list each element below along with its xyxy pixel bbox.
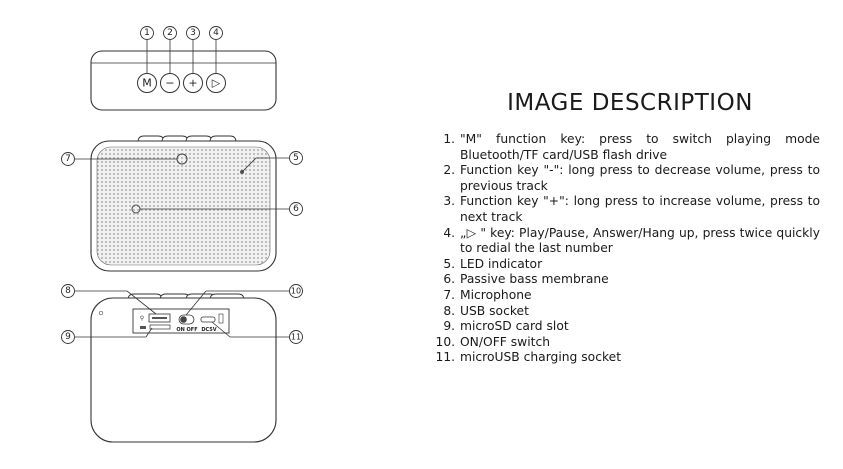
description-list: "M" function key: press to switch playin… — [440, 132, 820, 366]
top-view: M − + ▷ 1 2 3 4 — [90, 26, 277, 111]
callout-1-label: 1 — [144, 28, 150, 38]
back-view-body — [90, 297, 277, 443]
play-button-label: ▷ — [212, 77, 221, 90]
description-item-8: USB socket — [459, 304, 820, 320]
callout-2-label: 2 — [167, 28, 173, 38]
callout-9-label: 9 — [65, 332, 71, 342]
description-item-6: Passive bass membrane — [459, 272, 820, 288]
description-item-7: Microphone — [459, 288, 820, 304]
microsd-slot — [140, 324, 171, 330]
description-item-3: Function key "+": long press to increase… — [459, 194, 820, 225]
callout-9: 9 — [61, 330, 75, 344]
callout-10-label: 10 — [291, 287, 301, 296]
callout-5-label: 5 — [293, 153, 299, 163]
speaker-grille — [96, 146, 271, 266]
callout-5: 5 — [289, 151, 303, 165]
volume-up-button: + — [183, 73, 203, 93]
description-item-4: „▷ " key: Play/Pause, Answer/Hang up, pr… — [459, 226, 820, 257]
description-title: IMAGE DESCRIPTION — [507, 90, 753, 116]
description-item-11: microUSB charging socket — [459, 350, 820, 366]
callout-7-label: 7 — [65, 154, 71, 164]
callout-11: 11 — [289, 330, 303, 344]
callout-4: 4 — [209, 26, 223, 40]
callout-2: 2 — [163, 26, 177, 40]
play-button: ▷ — [206, 73, 226, 93]
callout-10: 10 — [289, 284, 303, 298]
callout-8: 8 — [61, 284, 75, 298]
callout-1: 1 — [140, 26, 154, 40]
callout-7: 7 — [61, 152, 75, 166]
callout-6: 6 — [289, 202, 303, 216]
on-off-switch: ON OFF — [176, 314, 198, 333]
m-button-label: M — [142, 77, 152, 90]
volume-up-label: + — [188, 77, 197, 90]
callout-11-label: 11 — [291, 333, 301, 342]
description-item-5: LED indicator — [459, 257, 820, 273]
usb-icon: ⚲ — [140, 315, 144, 322]
microusb-socket: DC5V — [200, 313, 224, 333]
usb-socket: ⚲ — [140, 313, 171, 323]
description-panel: IMAGE DESCRIPTION "M" function key: pres… — [440, 90, 820, 366]
callout-4-label: 4 — [213, 28, 219, 38]
callout-6-label: 6 — [293, 204, 299, 214]
on-off-label: ON OFF — [176, 327, 197, 333]
front-view: 7 5 6 — [61, 135, 303, 272]
callout-8-label: 8 — [65, 286, 71, 296]
description-item-2: Function key "-": long press to decrease… — [459, 163, 820, 194]
m-button: M — [137, 73, 157, 93]
volume-down-label: − — [165, 77, 174, 90]
callout-3: 3 — [186, 26, 200, 40]
dc5v-label: DC5V — [201, 327, 216, 333]
back-view: ⚲ ON OFF DC5V 8 9 10 11 — [61, 284, 303, 443]
description-item-9: microSD card slot — [459, 319, 820, 335]
volume-down-button: − — [160, 73, 180, 93]
speaker-diagram: M − + ▷ 1 2 3 4 — [61, 26, 303, 443]
description-item-10: ON/OFF switch — [459, 335, 820, 351]
description-item-1: "M" function key: press to switch playin… — [459, 132, 820, 163]
callout-3-label: 3 — [190, 28, 196, 38]
